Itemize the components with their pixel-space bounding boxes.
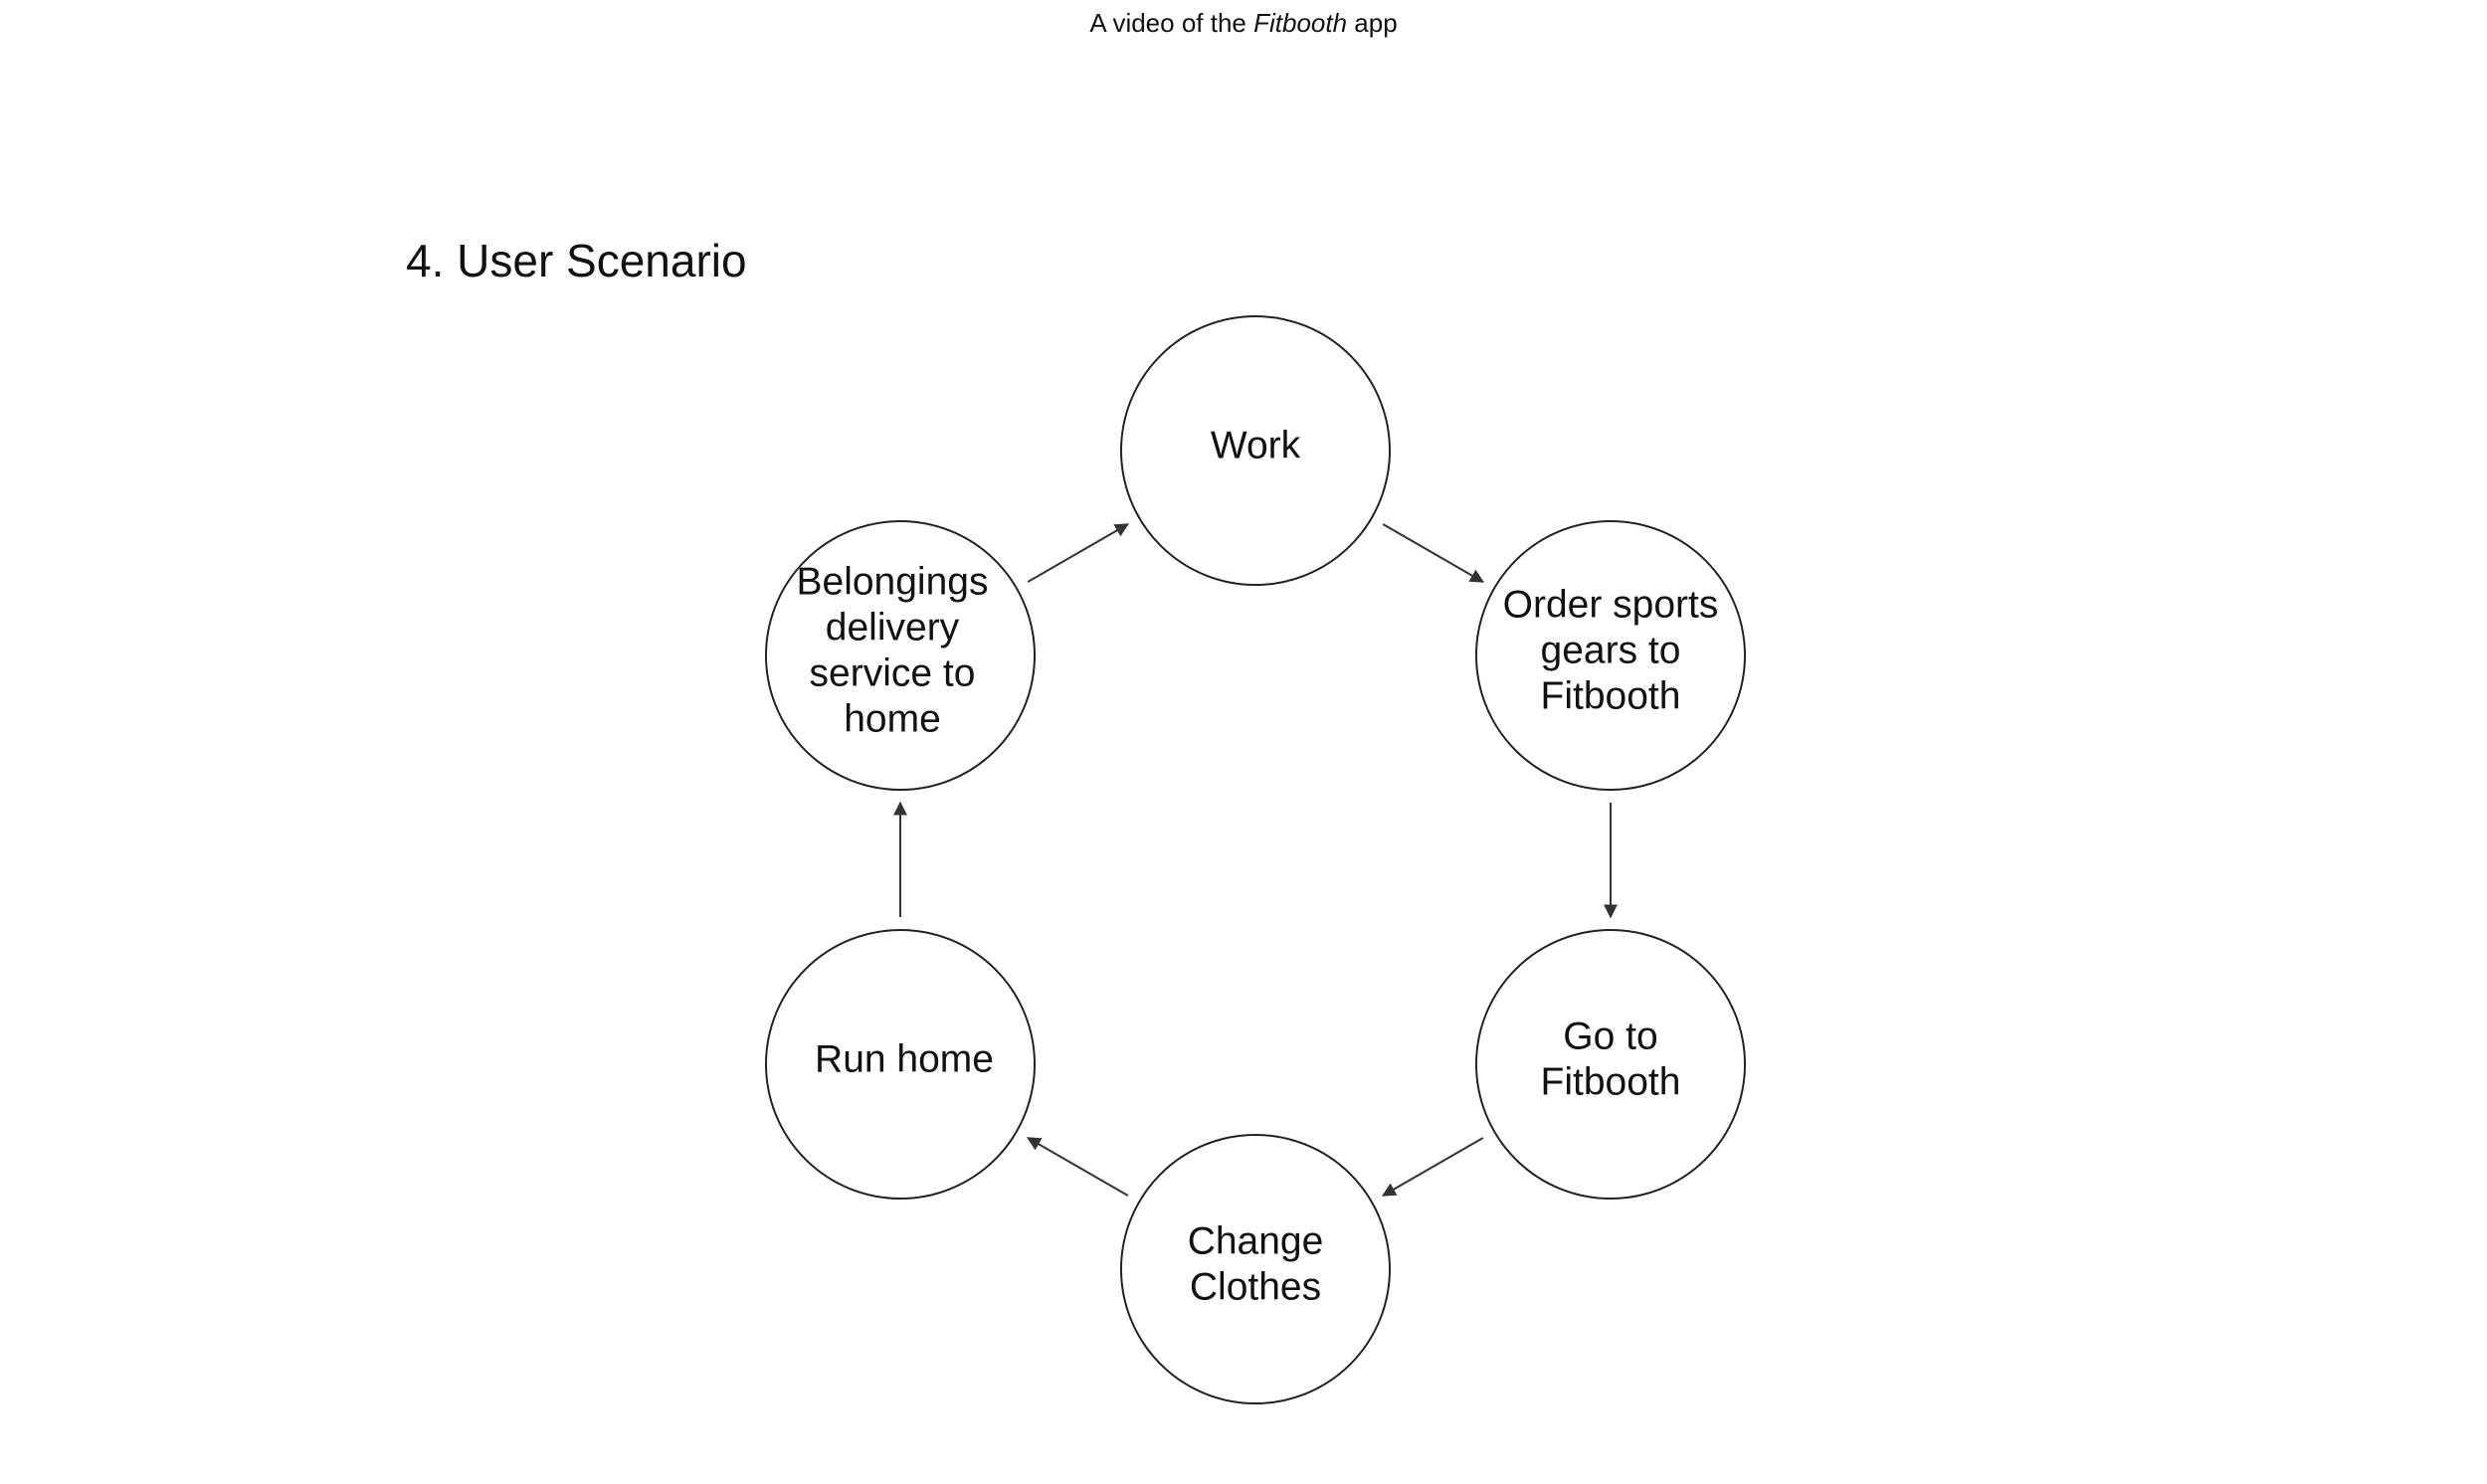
node-circle-run [765,929,1036,1200]
node-label-goto: Go to [1563,1016,1657,1058]
node-label-change: Change [1188,1220,1324,1263]
caption-suffix: app [1347,8,1398,38]
node-circle-belongings [765,520,1036,791]
node-work: Work [1120,315,1391,586]
arrow-goto-to-change [1381,1137,1484,1197]
arrow-change-to-run [1026,1137,1129,1197]
node-label-run: Run home [815,1038,994,1081]
node-run: Run home [765,929,1036,1200]
node-circle-change [1120,1134,1391,1404]
node-label-order: gears to [1541,630,1681,672]
node-label-change: Clothes [1190,1266,1321,1309]
video-caption: A video of the Fitbooth app [0,6,2487,40]
node-label-work: Work [1211,425,1301,467]
node-label-belongings: Belongings [797,561,989,604]
arrow-belongings-to-work [1027,523,1130,583]
arrow-work-to-order [1382,523,1485,583]
edges-layer [893,523,1618,1197]
section-title: 4. User Scenario [406,235,747,286]
node-label-belongings: home [844,698,941,741]
node-label-belongings: service to [810,652,976,695]
node-label-goto: Fitbooth [1541,1061,1681,1104]
node-label-order: Fitbooth [1541,675,1681,718]
node-label-belongings: delivery [826,607,960,649]
caption-app-name: Fitbooth [1253,8,1348,38]
node-circle-order [1475,520,1746,791]
node-circle-goto [1475,929,1746,1200]
caption-prefix: A video of the [1089,8,1254,38]
node-circle-work [1120,315,1391,586]
node-label-order: Order sports [1503,584,1719,627]
